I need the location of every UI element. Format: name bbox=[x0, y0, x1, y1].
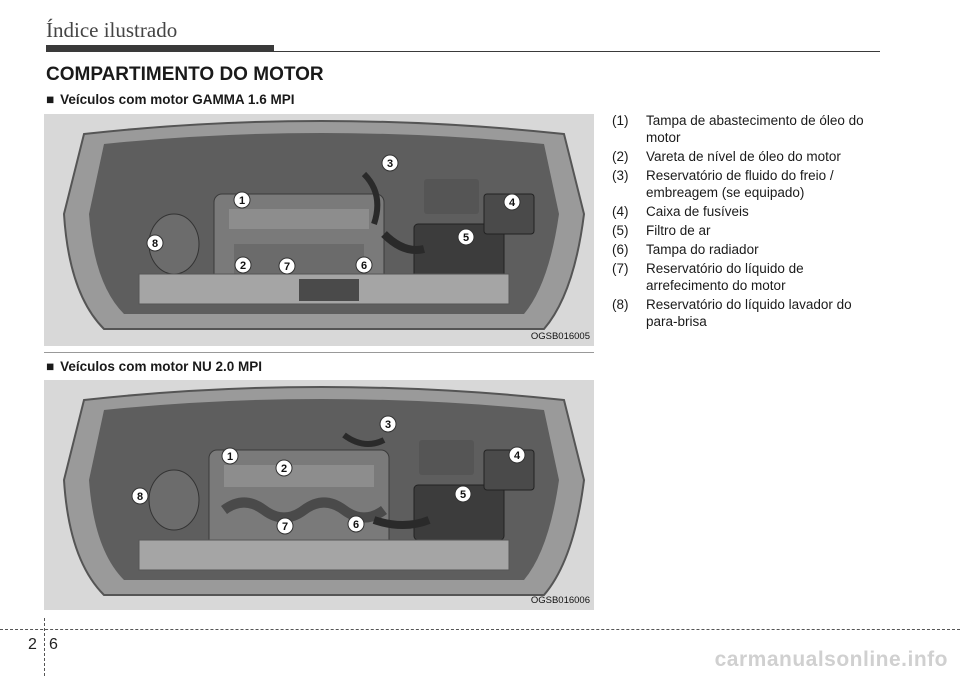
legend-number: (7) bbox=[612, 261, 629, 276]
legend-number: (4) bbox=[612, 204, 629, 219]
callout-4: 4 bbox=[508, 446, 526, 464]
legend-item: (2) Vareta de nível de óleo do motor bbox=[612, 148, 882, 165]
watermark: carmanualsonline.info bbox=[714, 648, 948, 671]
header-rule-thick bbox=[46, 45, 274, 52]
callout-5: 5 bbox=[457, 228, 475, 246]
engine-heading-label: Veículos com motor NU 2.0 MPI bbox=[60, 359, 262, 374]
svg-text:8: 8 bbox=[137, 491, 143, 503]
callout-2: 2 bbox=[275, 459, 293, 477]
svg-text:1: 1 bbox=[239, 195, 245, 207]
svg-text:6: 6 bbox=[353, 519, 359, 531]
legend-text: Caixa de fusíveis bbox=[646, 204, 749, 219]
engine-bay-illustration: 1 2 3 4 5 6 7 8 bbox=[44, 114, 594, 346]
svg-text:7: 7 bbox=[282, 521, 288, 533]
engine-bay-illustration: 1 2 3 4 5 6 7 8 bbox=[44, 380, 594, 610]
engine-photo-1: 1 2 3 4 5 6 7 8 OGSB016005 bbox=[44, 114, 594, 346]
legend-item: (6) Tampa do radiador bbox=[612, 241, 882, 258]
legend-number: (8) bbox=[612, 297, 629, 312]
callout-8: 8 bbox=[131, 487, 149, 505]
svg-text:4: 4 bbox=[509, 197, 516, 209]
svg-text:2: 2 bbox=[240, 260, 246, 272]
legend-text: Tampa do radiador bbox=[646, 242, 759, 257]
callout-6: 6 bbox=[355, 256, 373, 274]
svg-text:1: 1 bbox=[227, 451, 233, 463]
bullet-square-icon: ■ bbox=[46, 359, 55, 374]
callout-4: 4 bbox=[503, 193, 521, 211]
section-title: COMPARTIMENTO DO MOTOR bbox=[46, 64, 324, 85]
engine-photo-2: 1 2 3 4 5 6 7 8 OGSB016006 bbox=[44, 380, 594, 610]
legend-item: (8) Reservatório do líquido lavador do pa… bbox=[612, 296, 882, 330]
legend-item: (3) Reservatório de fluido do freio / emb… bbox=[612, 167, 882, 201]
legend-text: Tampa de abastecimento de óleo do motor bbox=[646, 113, 864, 145]
svg-text:3: 3 bbox=[385, 419, 391, 431]
component-legend: (1) Tampa de abastecimento de óleo do mot… bbox=[612, 112, 882, 332]
svg-text:5: 5 bbox=[460, 489, 466, 501]
callout-1: 1 bbox=[233, 191, 251, 209]
callout-5: 5 bbox=[454, 485, 472, 503]
legend-item: (7) Reservatório do líquido de arrefecime… bbox=[612, 260, 882, 294]
callout-2: 2 bbox=[234, 256, 252, 274]
image-code: OGSB016005 bbox=[530, 331, 590, 342]
legend-number: (1) bbox=[612, 113, 629, 128]
engine-heading-1: ■ Veículos com motor GAMMA 1.6 MPI bbox=[46, 92, 294, 107]
image-code: OGSB016006 bbox=[530, 595, 590, 606]
svg-text:6: 6 bbox=[361, 260, 367, 272]
legend-text: Reservatório de fluido do freio / embrea… bbox=[646, 168, 834, 200]
svg-text:3: 3 bbox=[387, 158, 393, 170]
svg-text:4: 4 bbox=[514, 450, 521, 462]
callout-3: 3 bbox=[381, 154, 399, 172]
callout-8: 8 bbox=[146, 234, 164, 252]
legend-number: (3) bbox=[612, 168, 629, 183]
engine-heading-2: ■ Veículos com motor NU 2.0 MPI bbox=[46, 359, 262, 374]
callout-1: 1 bbox=[221, 447, 239, 465]
svg-text:8: 8 bbox=[152, 238, 158, 250]
bullet-square-icon: ■ bbox=[46, 92, 55, 107]
page-chapter: 2 bbox=[28, 636, 37, 653]
legend-text: Vareta de nível de óleo do motor bbox=[646, 149, 841, 164]
legend-number: (6) bbox=[612, 242, 629, 257]
callout-3: 3 bbox=[379, 415, 397, 433]
footer-dashed-separator bbox=[44, 618, 45, 676]
svg-text:2: 2 bbox=[281, 463, 287, 475]
footer-dashed-rule bbox=[0, 629, 960, 630]
legend-text: Reservatório do líquido de arrefecimento… bbox=[646, 261, 804, 293]
legend-item: (5) Filtro de ar bbox=[612, 222, 882, 239]
engine-heading-label: Veículos com motor GAMMA 1.6 MPI bbox=[60, 92, 295, 107]
callout-7: 7 bbox=[278, 257, 296, 275]
svg-text:7: 7 bbox=[284, 261, 290, 273]
header-rule-thin bbox=[274, 51, 880, 52]
legend-number: (2) bbox=[612, 149, 629, 164]
legend-text: Filtro de ar bbox=[646, 223, 711, 238]
legend-item: (1) Tampa de abastecimento de óleo do mot… bbox=[612, 112, 882, 146]
callout-6: 6 bbox=[347, 515, 365, 533]
page-number: 6 bbox=[49, 636, 58, 653]
legend-number: (5) bbox=[612, 223, 629, 238]
callout-7: 7 bbox=[276, 517, 294, 535]
header-title: Índice ilustrado bbox=[46, 18, 178, 42]
legend-text: Reservatório do líquido lavador do para-… bbox=[646, 297, 852, 329]
section-divider bbox=[44, 352, 594, 353]
svg-text:5: 5 bbox=[463, 232, 469, 244]
legend-item: (4) Caixa de fusíveis bbox=[612, 203, 882, 220]
